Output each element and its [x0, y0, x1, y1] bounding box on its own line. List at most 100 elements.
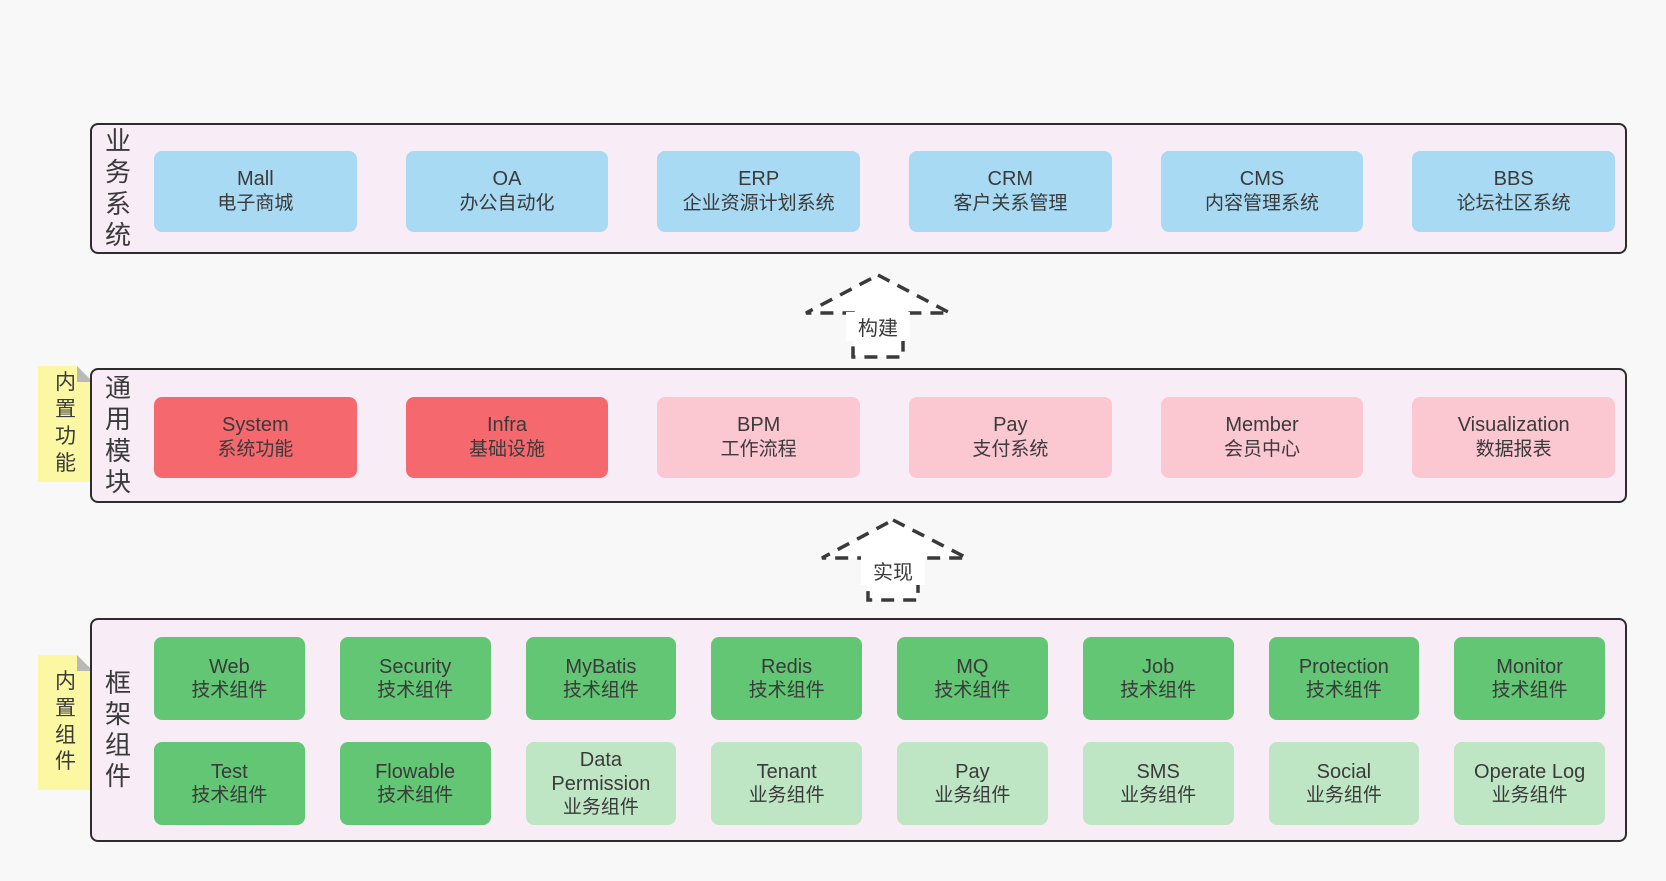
module-box-title: Mall: [236, 168, 274, 191]
band-label-common-modules: 通用模块: [104, 373, 131, 497]
module-box: Tenant 业务组件: [711, 742, 862, 825]
module-box: SMS 业务组件: [1082, 742, 1234, 825]
sticky-note-icon: [38, 655, 93, 790]
band-label-business-systems: 业务系统: [104, 126, 131, 250]
common-modules-grid: System 系统功能 Infra 基础设施 BPM 工作流程 Pay 支付系统: [154, 397, 1615, 478]
module-box-title: BBS: [1493, 168, 1534, 191]
module-box: Flowable 技术组件: [339, 742, 491, 825]
module-box-subtitle: 论坛社区系统: [1456, 193, 1571, 215]
module-box: Data Permission 业务组件: [525, 742, 677, 825]
module-box: System 系统功能: [154, 397, 357, 478]
sticky-note-icon: [38, 366, 93, 482]
module-box-subtitle: 业务组件: [748, 785, 825, 807]
module-box-subtitle: 业务组件: [934, 785, 1011, 807]
module-box-subtitle: 技术组件: [191, 680, 268, 702]
module-box-title: Visualization: [1457, 414, 1570, 437]
module-box-title: MQ: [956, 655, 989, 678]
module-box: MyBatis 技术组件: [525, 637, 677, 720]
sticky-note-built-in-components: 内置组件: [38, 655, 93, 790]
module-box: Job 技术组件: [1082, 637, 1234, 720]
module-box-subtitle: 内容管理系统: [1204, 193, 1319, 215]
module-box: Pay 支付系统: [909, 397, 1112, 478]
module-box-subtitle: 企业资源计划系统: [682, 193, 835, 215]
module-box-title: Protection: [1298, 655, 1389, 678]
module-box: Security 技术组件: [339, 637, 491, 720]
module-box-title: Web: [208, 655, 250, 678]
module-box-title: Member: [1225, 414, 1299, 437]
module-box: MQ 技术组件: [897, 637, 1048, 720]
module-box: Social 业务组件: [1268, 742, 1420, 825]
module-box-title: Monitor: [1496, 655, 1563, 678]
module-box-title: System: [221, 414, 289, 437]
module-box-subtitle: 技术组件: [1491, 680, 1568, 702]
band-label-framework-components: 框架组件: [104, 667, 131, 792]
module-box-subtitle: 办公自动化: [459, 193, 555, 215]
module-box-subtitle: 系统功能: [217, 439, 294, 461]
module-box-title: OA: [492, 168, 522, 191]
module-box-subtitle: 业务组件: [1120, 785, 1197, 807]
implement-arrow-label: 实现: [861, 556, 925, 585]
module-box-subtitle: 基础设施: [468, 439, 545, 461]
module-box-subtitle: 技术组件: [377, 785, 454, 807]
band-framework-components: 框架组件 Web 技术组件 Security 技术组件 MyBatis 技术组件: [90, 618, 1627, 842]
module-box-subtitle: 工作流程: [720, 439, 797, 461]
sticky-label: 内置功能: [55, 371, 76, 475]
module-box-subtitle: 技术组件: [377, 680, 454, 702]
module-box-title: SMS: [1136, 760, 1180, 783]
module-box-subtitle: 技术组件: [1120, 680, 1197, 702]
module-box: BBS 论坛社区系统: [1412, 151, 1615, 232]
module-box: Monitor 技术组件: [1454, 637, 1605, 720]
module-box-title: Pay: [955, 760, 990, 783]
module-box: ERP 企业资源计划系统: [657, 151, 860, 232]
module-box-subtitle: 数据报表: [1475, 439, 1552, 461]
module-box-title: Test: [211, 760, 248, 783]
module-box-title: Redis: [761, 655, 813, 678]
module-box-subtitle: 技术组件: [191, 785, 268, 807]
module-box-title: CRM: [987, 168, 1034, 191]
module-box: Test 技术组件: [154, 742, 305, 825]
module-box-title: CMS: [1239, 168, 1285, 191]
module-box: Operate Log 业务组件: [1454, 742, 1605, 825]
module-box-title: Job: [1142, 655, 1175, 678]
band-business-systems: 业务系统 Mall 电子商城 OA 办公自动化 ERP 企业资源计划系统: [90, 123, 1627, 254]
module-box-title: Security: [379, 655, 452, 678]
module-box: CRM 客户关系管理: [909, 151, 1112, 232]
module-box: CMS 内容管理系统: [1160, 151, 1364, 232]
module-box-subtitle: 会员中心: [1223, 439, 1300, 461]
module-box-subtitle: 技术组件: [562, 680, 639, 702]
module-box-subtitle: 支付系统: [972, 439, 1049, 461]
band-common-modules: 通用模块 System 系统功能 Infra 基础设施 BPM 工作流程: [90, 368, 1627, 503]
module-box-title: Infra: [486, 414, 527, 437]
module-box-subtitle: 技术组件: [1305, 680, 1382, 702]
module-box: Infra 基础设施: [405, 397, 609, 478]
module-box: Mall 电子商城: [154, 151, 357, 232]
module-box: OA 办公自动化: [405, 151, 609, 232]
module-box-title: Data Permission: [551, 748, 651, 795]
module-box-title: Flowable: [375, 760, 456, 783]
module-box-subtitle: 业务组件: [1305, 785, 1382, 807]
module-box-subtitle: 电子商城: [217, 193, 294, 215]
module-box: Pay 业务组件: [897, 742, 1048, 825]
module-box: Visualization 数据报表: [1412, 397, 1615, 478]
module-box: Web 技术组件: [154, 637, 305, 720]
module-box-title: MyBatis: [565, 655, 637, 678]
module-box-subtitle: 业务组件: [1491, 785, 1568, 807]
module-box-subtitle: 业务组件: [562, 797, 639, 819]
module-box-title: Pay: [993, 414, 1028, 437]
module-box-title: Social: [1316, 760, 1372, 783]
module-box-title: Operate Log: [1474, 760, 1586, 783]
sticky-note-built-in-features: 内置功能: [38, 366, 93, 482]
module-box: Member 会员中心: [1160, 397, 1364, 478]
module-box-subtitle: 技术组件: [934, 680, 1011, 702]
module-box-subtitle: 技术组件: [748, 680, 825, 702]
module-box-subtitle: 客户关系管理: [953, 193, 1068, 215]
build-arrow-label: 构建: [846, 312, 910, 341]
module-box: Protection 技术组件: [1268, 637, 1420, 720]
module-box-title: Tenant: [756, 760, 817, 783]
framework-components-grid: Web 技术组件 Security 技术组件 MyBatis 技术组件 Redi…: [154, 637, 1605, 825]
business-systems-grid: Mall 电子商城 OA 办公自动化 ERP 企业资源计划系统 CRM 客户关系…: [154, 151, 1615, 232]
module-box-title: BPM: [736, 414, 781, 437]
module-box-title: ERP: [738, 168, 780, 191]
sticky-label: 内置组件: [55, 669, 76, 774]
